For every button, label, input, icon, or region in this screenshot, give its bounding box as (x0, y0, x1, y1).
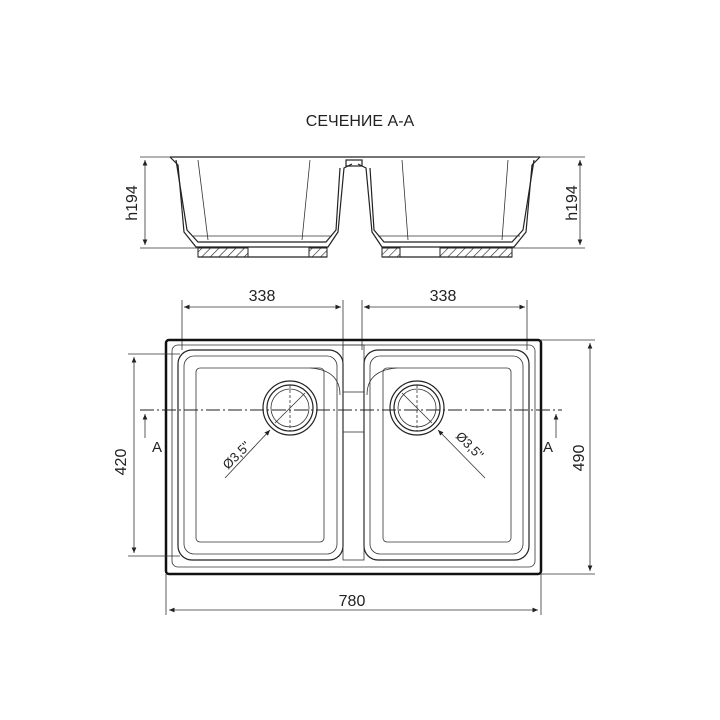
dim-overall-depth: 490 (571, 445, 588, 472)
section-view (140, 156, 585, 258)
drain-right-diameter: Ø3,5" (453, 429, 487, 463)
section-mark-left: A (152, 439, 162, 456)
drain-right (389, 380, 486, 479)
section-height-left: h194 (124, 185, 141, 221)
dim-bowl-depth: 420 (113, 449, 130, 476)
section-height-right: h194 (564, 185, 581, 221)
drain-left (224, 380, 318, 479)
dim-left-bowl-width: 338 (249, 288, 276, 305)
section-title: СЕЧЕНИЕ А-А (306, 113, 415, 130)
dim-overall-width: 780 (339, 593, 366, 610)
plan-view (164, 338, 543, 576)
dim-right-bowl-width: 338 (430, 288, 457, 305)
section-mark-right: A (543, 439, 553, 456)
drain-left-diameter: Ø3,5" (220, 438, 254, 472)
